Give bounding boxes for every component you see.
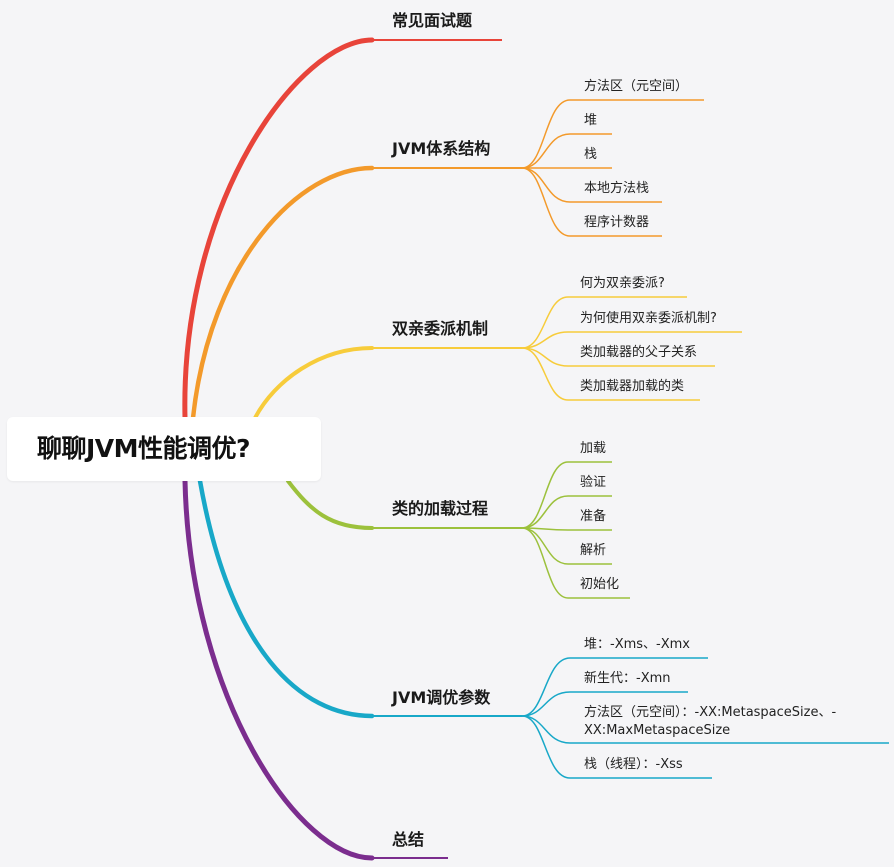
- root-node-label: 聊聊JVM性能调优?: [37, 434, 251, 463]
- leaf-node[interactable]: 栈: [584, 147, 598, 162]
- branch-connector-3: [286, 479, 374, 530]
- leaf-node[interactable]: 方法区（元空间）: [584, 79, 689, 94]
- leaf-node[interactable]: 加载: [580, 441, 607, 456]
- branch-connector-5: [182, 478, 375, 861]
- branch-connector-1: [190, 165, 375, 421]
- subtree-connectors-3: [521, 461, 630, 599]
- subtree-connectors-4: [521, 657, 889, 779]
- leaf-node[interactable]: 栈（线程）：-Xss: [584, 757, 683, 772]
- leaf-node[interactable]: 为何使用双亲委派机制?: [580, 311, 717, 326]
- branch-node-jvm-architecture[interactable]: JVM体系结构: [392, 139, 491, 158]
- leaf-node[interactable]: 初始化: [580, 577, 620, 592]
- leaf-node[interactable]: 堆：-Xms、-Xmx: [584, 637, 690, 652]
- leaf-node[interactable]: 解析: [580, 543, 607, 558]
- branch-connector-0: [182, 37, 375, 421]
- branch-node-interview-questions[interactable]: 常见面试题: [392, 11, 473, 30]
- leaf-node[interactable]: 方法区（元空间）：-XX:MetaspaceSize、-XX:MaxMetasp…: [584, 705, 837, 738]
- leaf-node[interactable]: 类加载器的父子关系: [580, 345, 698, 360]
- leaf-node[interactable]: 何为双亲委派?: [580, 276, 665, 291]
- leaf-node[interactable]: 验证: [580, 475, 607, 490]
- branch-node-parent-delegation[interactable]: 双亲委派机制: [392, 319, 489, 338]
- subtree-connectors-2: [521, 296, 742, 401]
- branch-connector-2: [253, 346, 374, 420]
- root-node[interactable]: 聊聊JVM性能调优?: [7, 417, 321, 481]
- branch-node-jvm-tuning-params[interactable]: JVM调优参数: [392, 688, 491, 707]
- leaf-node[interactable]: 类加载器加载的类: [580, 379, 685, 394]
- leaf-node[interactable]: 程序计数器: [584, 215, 650, 230]
- branch-connector-4: [197, 478, 375, 719]
- branch-node-summary[interactable]: 总结: [392, 830, 425, 849]
- leaf-node[interactable]: 堆: [584, 113, 598, 128]
- leaf-node[interactable]: 新生代：-Xmn: [584, 671, 671, 686]
- leaf-node[interactable]: 准备: [580, 509, 607, 524]
- branch-node-class-loading[interactable]: 类的加载过程: [392, 499, 489, 518]
- subtree-connectors-1: [521, 99, 704, 237]
- leaf-node[interactable]: 本地方法栈: [584, 181, 650, 196]
